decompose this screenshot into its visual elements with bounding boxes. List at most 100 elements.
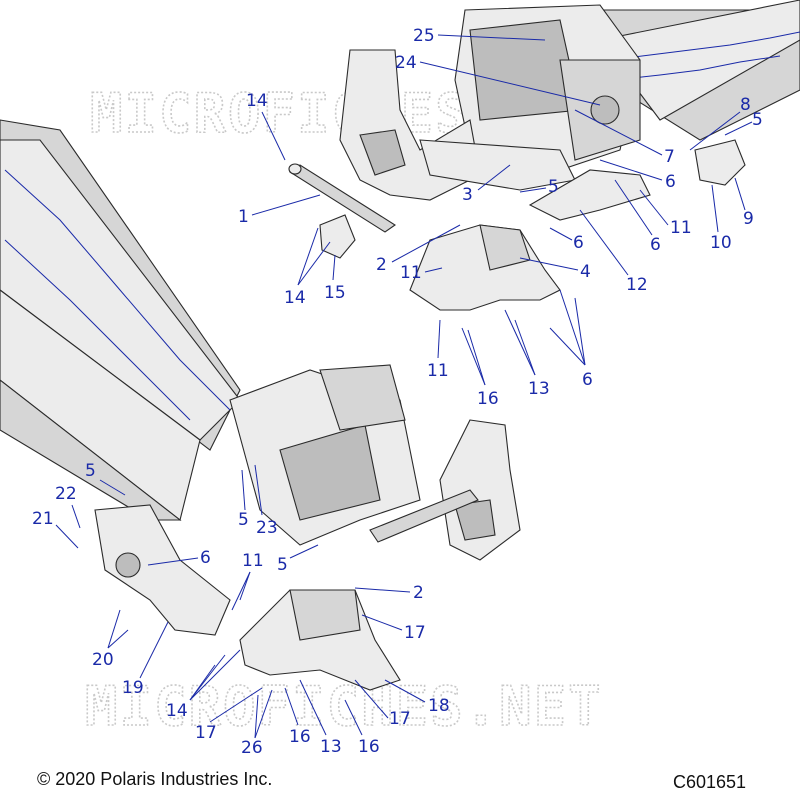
callout-12: 12 bbox=[579, 209, 648, 295]
svg-text:23: 23 bbox=[256, 518, 278, 538]
svg-text:16: 16 bbox=[477, 389, 499, 409]
svg-text:17: 17 bbox=[195, 723, 217, 743]
callout-9: 9 bbox=[734, 177, 754, 229]
callout-1: 1 bbox=[238, 194, 321, 227]
svg-text:8: 8 bbox=[740, 95, 751, 115]
callout-4: 4 bbox=[519, 257, 591, 282]
callout-13: 13 bbox=[504, 309, 550, 399]
callout-7: 7 bbox=[574, 109, 675, 167]
svg-text:16: 16 bbox=[289, 727, 311, 747]
svg-text:2: 2 bbox=[376, 255, 387, 275]
svg-text:24: 24 bbox=[395, 53, 417, 73]
svg-text:13: 13 bbox=[528, 379, 550, 399]
callout-17: 17 bbox=[195, 687, 263, 743]
lower-frame-bracket bbox=[239, 589, 401, 691]
svg-text:17: 17 bbox=[404, 623, 426, 643]
svg-text:3: 3 bbox=[462, 185, 473, 205]
small-mount-upper bbox=[319, 214, 356, 259]
callout-18: 18 bbox=[384, 679, 450, 716]
svg-text:5: 5 bbox=[277, 555, 288, 575]
svg-text:18: 18 bbox=[428, 696, 450, 716]
lower-suspension-bracket bbox=[439, 419, 521, 561]
callout-6: 6 bbox=[549, 289, 593, 390]
callout-8: 8 bbox=[689, 95, 751, 151]
callout-2: 2 bbox=[354, 583, 424, 603]
watermark-bottom: MICROFICHES.NET bbox=[85, 675, 603, 738]
callout-14: 14 bbox=[166, 649, 241, 721]
svg-text:19: 19 bbox=[122, 678, 144, 698]
callout-11: 11 bbox=[400, 263, 443, 283]
callout-17: 17 bbox=[361, 614, 426, 643]
callout-14: 14 bbox=[246, 91, 286, 161]
cross-tube bbox=[288, 163, 396, 233]
svg-text:26: 26 bbox=[241, 738, 263, 758]
svg-text:9: 9 bbox=[743, 209, 754, 229]
callout-14: 14 bbox=[284, 227, 331, 308]
callout-24: 24 bbox=[395, 53, 601, 106]
callout-21: 21 bbox=[32, 509, 79, 549]
callout-5: 5 bbox=[724, 110, 763, 136]
rear-tunnel-section bbox=[454, 4, 641, 171]
svg-text:11: 11 bbox=[427, 361, 449, 381]
callout-17: 17 bbox=[354, 679, 411, 729]
svg-text:7: 7 bbox=[664, 147, 675, 167]
callout-11: 11 bbox=[427, 319, 449, 381]
svg-text:21: 21 bbox=[32, 509, 54, 529]
svg-text:14: 14 bbox=[284, 288, 306, 308]
upper-frame-bracket bbox=[409, 224, 561, 311]
callout-11: 11 bbox=[231, 551, 264, 611]
callout-19: 19 bbox=[122, 621, 169, 698]
svg-text:10: 10 bbox=[710, 233, 732, 253]
callout-2: 2 bbox=[376, 224, 461, 275]
callout-13: 13 bbox=[299, 679, 342, 757]
callout-10: 10 bbox=[710, 184, 732, 253]
callout-5: 5 bbox=[277, 544, 319, 575]
callout-5: 5 bbox=[238, 469, 249, 530]
callout-25: 25 bbox=[413, 26, 546, 46]
svg-text:2: 2 bbox=[413, 583, 424, 603]
callout-6: 6 bbox=[599, 159, 676, 192]
copyright-notice: © 2020 Polaris Industries Inc. bbox=[37, 769, 272, 789]
callout-20: 20 bbox=[92, 609, 129, 670]
svg-text:14: 14 bbox=[166, 701, 188, 721]
callout-16: 16 bbox=[461, 327, 499, 409]
svg-text:5: 5 bbox=[238, 510, 249, 530]
callout-15: 15 bbox=[324, 254, 346, 303]
floor-plate bbox=[419, 139, 576, 191]
svg-text:6: 6 bbox=[650, 235, 661, 255]
svg-text:12: 12 bbox=[626, 275, 648, 295]
svg-text:5: 5 bbox=[752, 110, 763, 130]
svg-text:17: 17 bbox=[389, 709, 411, 729]
svg-text:5: 5 bbox=[548, 177, 559, 197]
svg-text:1: 1 bbox=[238, 207, 249, 227]
main-track-tunnel bbox=[0, 119, 241, 521]
bearing-plate bbox=[694, 139, 746, 186]
callout-5: 5 bbox=[519, 177, 559, 197]
front-bulkhead bbox=[229, 364, 421, 546]
svg-text:16: 16 bbox=[358, 737, 380, 757]
svg-text:6: 6 bbox=[200, 548, 211, 568]
lower-cross-tube bbox=[369, 489, 479, 543]
svg-text:6: 6 bbox=[582, 370, 593, 390]
callout-16: 16 bbox=[344, 699, 380, 757]
callout-6: 6 bbox=[614, 179, 661, 255]
svg-text:6: 6 bbox=[665, 172, 676, 192]
svg-text:11: 11 bbox=[242, 551, 264, 571]
side-rail-bracket bbox=[528, 169, 651, 221]
svg-text:5: 5 bbox=[85, 461, 96, 481]
callout-3: 3 bbox=[462, 164, 511, 205]
svg-text:14: 14 bbox=[246, 91, 268, 111]
callout-5: 5 bbox=[85, 461, 126, 496]
callout-22: 22 bbox=[55, 484, 81, 529]
svg-text:11: 11 bbox=[670, 218, 692, 238]
diagram-code: C601651 bbox=[673, 772, 746, 792]
callout-23: 23 bbox=[254, 464, 278, 538]
callout-16: 16 bbox=[284, 687, 311, 747]
svg-text:6: 6 bbox=[573, 233, 584, 253]
left-end-plate bbox=[94, 504, 231, 636]
svg-text:20: 20 bbox=[92, 650, 114, 670]
callout-6: 6 bbox=[549, 227, 584, 253]
svg-text:25: 25 bbox=[413, 26, 435, 46]
